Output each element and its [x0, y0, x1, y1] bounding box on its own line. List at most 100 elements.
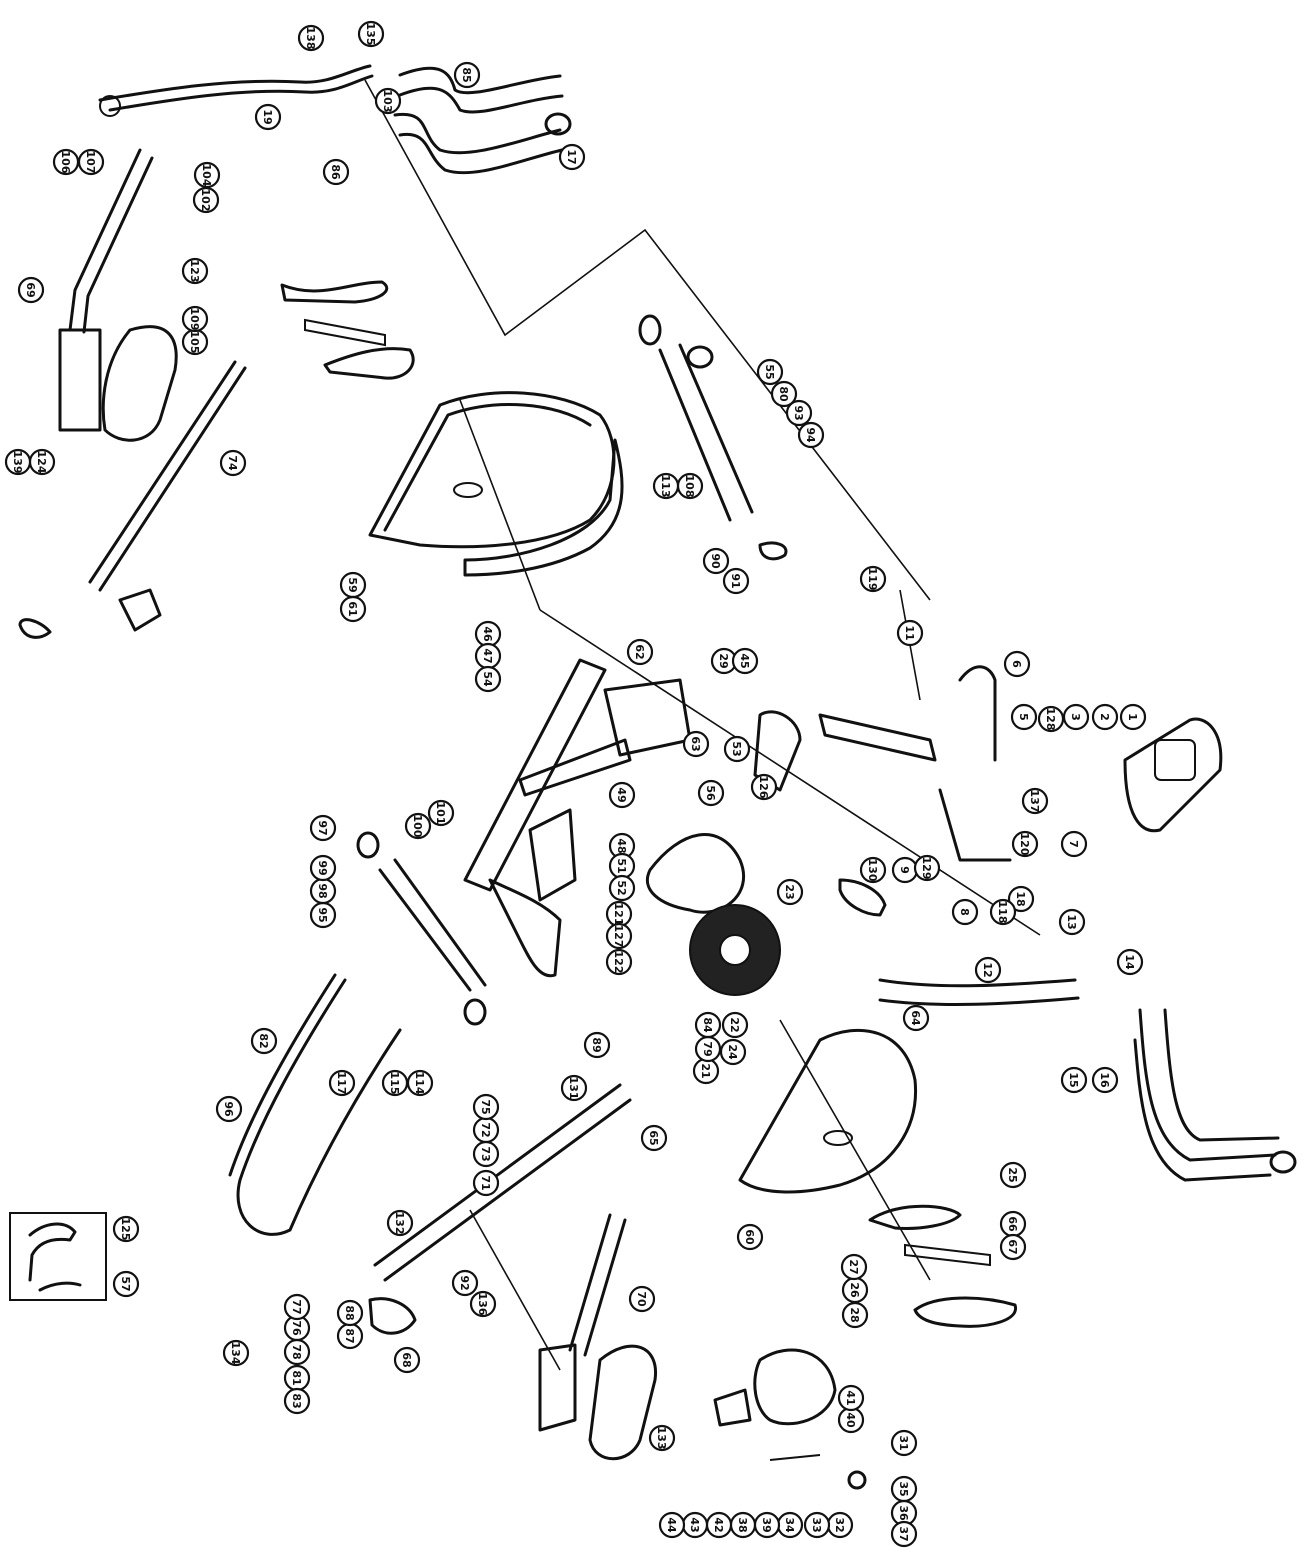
callout-bubble — [719, 1038, 747, 1066]
callout-39: 39 — [753, 1511, 781, 1539]
callout-63: 63 — [682, 730, 710, 758]
callout-56: 56 — [697, 779, 725, 807]
callout-number: 31 — [897, 1435, 910, 1450]
callout-17: 17 — [558, 143, 586, 171]
callout-bubble — [913, 854, 941, 882]
callout-bubble — [626, 638, 654, 666]
left-pedal-arm — [18, 148, 247, 639]
callout-60: 60 — [736, 1223, 764, 1251]
callout-number: 36 — [897, 1505, 910, 1521]
callout-69: 69 — [17, 276, 45, 304]
callout-bubble — [608, 781, 636, 809]
callout-number: 77 — [290, 1299, 303, 1314]
callout-32: 32 — [826, 1511, 854, 1539]
callout-number: 44 — [665, 1517, 678, 1533]
callout-100: 100 — [404, 812, 432, 840]
callout-number: 105 — [188, 331, 201, 354]
callout-number: 8 — [958, 908, 971, 916]
callout-24: 24 — [719, 1038, 747, 1066]
callout-bubble — [427, 799, 455, 827]
callout-33: 33 — [803, 1511, 831, 1539]
callout-number: 64 — [909, 1010, 922, 1026]
callout-number: 127 — [612, 925, 625, 948]
callout-number: 68 — [400, 1352, 413, 1367]
callout-bubble — [785, 399, 813, 427]
callout-1: 1 — [1119, 703, 1147, 731]
callout-136: 136 — [469, 1290, 497, 1318]
callout-bubble — [896, 619, 924, 647]
callout-bubble — [181, 305, 209, 333]
callout-bubble — [472, 1093, 500, 1121]
callout-number: 80 — [777, 386, 790, 402]
callout-52: 52 — [608, 874, 636, 902]
callout-37: 37 — [890, 1520, 918, 1548]
callout-bubble — [1116, 948, 1144, 976]
callout-bubble — [451, 1269, 479, 1297]
callout-49: 49 — [608, 781, 636, 809]
callout-number: 139 — [11, 451, 24, 474]
callout-94: 94 — [797, 421, 825, 449]
callout-number: 133 — [655, 1427, 668, 1450]
callout-number: 76 — [290, 1320, 303, 1336]
callout-135: 135 — [357, 20, 385, 48]
callout-139: 139 — [4, 448, 32, 476]
callout-number: 59 — [346, 577, 359, 592]
callout-bubble — [731, 647, 759, 675]
callout-129: 129 — [913, 854, 941, 882]
callout-number: 18 — [1014, 891, 1027, 906]
callout-118: 118 — [989, 898, 1017, 926]
callout-number: 23 — [783, 884, 796, 899]
callout-number: 33 — [810, 1517, 823, 1532]
callout-bubble — [702, 547, 730, 575]
callout-45: 45 — [731, 647, 759, 675]
callout-113: 113 — [652, 472, 680, 500]
callout-number: 121 — [612, 903, 625, 926]
callout-bubble — [381, 1069, 409, 1097]
inset-box — [9, 1212, 107, 1301]
callout-number: 12 — [981, 962, 994, 977]
callout-number: 122 — [612, 951, 625, 974]
callout-number: 26 — [848, 1282, 861, 1298]
callout-bubble — [222, 1339, 250, 1367]
callout-number: 125 — [119, 1218, 132, 1241]
callout-bubble — [750, 773, 778, 801]
callout-bubble — [1091, 703, 1119, 731]
callout-29: 29 — [710, 647, 738, 675]
callout-number: 17 — [565, 149, 578, 164]
callout-number: 131 — [567, 1077, 580, 1100]
callout-62: 62 — [626, 638, 654, 666]
callout-number: 107 — [84, 151, 97, 174]
callout-108: 108 — [676, 472, 704, 500]
callout-number: 7 — [1067, 840, 1080, 848]
callout-number: 114 — [413, 1072, 426, 1095]
callout-131: 131 — [560, 1074, 588, 1102]
callout-number: 132 — [393, 1212, 406, 1235]
callout-133: 133 — [648, 1424, 676, 1452]
callout-number: 74 — [226, 455, 239, 471]
callout-number: 126 — [757, 776, 770, 799]
callout-number: 66 — [1006, 1216, 1019, 1232]
callout-48: 48 — [608, 832, 636, 860]
callout-number: 70 — [635, 1291, 648, 1307]
callout-number: 57 — [119, 1276, 132, 1291]
lower-seat — [868, 1204, 1017, 1328]
callout-bubble — [1010, 703, 1038, 731]
callout-number: 88 — [343, 1305, 356, 1320]
callout-13: 13 — [1058, 908, 1086, 936]
callout-9: 9 — [891, 856, 919, 884]
callout-78: 78 — [283, 1338, 311, 1366]
callout-number: 19 — [261, 109, 274, 124]
callout-bubble — [309, 854, 337, 882]
callout-number: 84 — [701, 1017, 714, 1033]
callout-number: 40 — [844, 1412, 857, 1428]
callout-number: 123 — [188, 260, 201, 283]
callout-number: 35 — [897, 1481, 910, 1496]
callout-number: 102 — [199, 189, 212, 212]
callout-84: 84 — [694, 1011, 722, 1039]
callout-number: 61 — [346, 601, 359, 616]
callout-102: 102 — [192, 186, 220, 214]
callout-bubble — [803, 1511, 831, 1539]
callout-number: 78 — [290, 1344, 303, 1359]
callout-number: 27 — [847, 1259, 860, 1274]
callout-124: 124 — [28, 448, 56, 476]
